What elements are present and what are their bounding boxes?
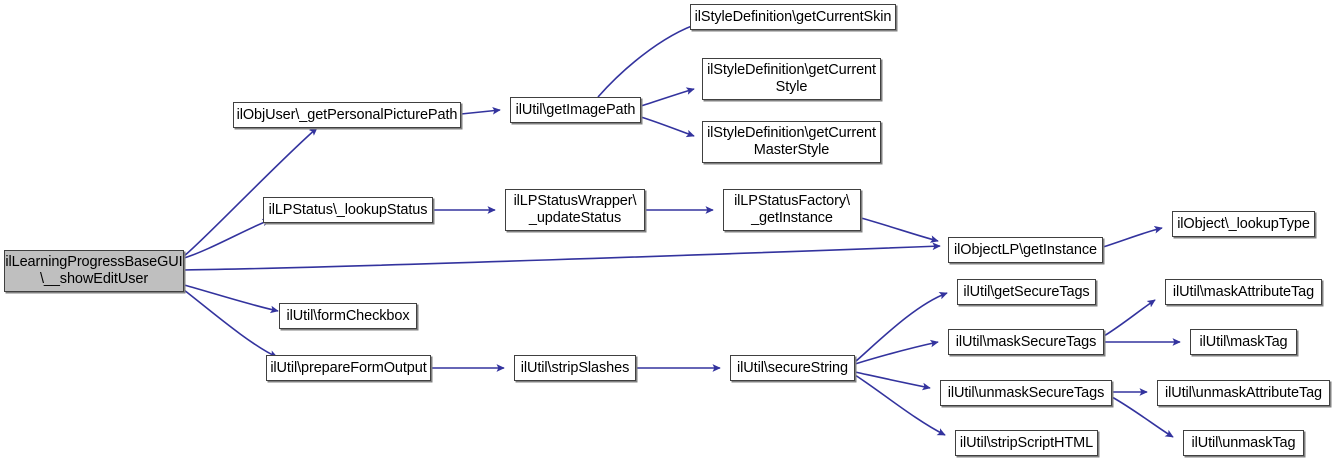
graph-node-getImagePath[interactable]: ilUtil\getImagePath [510, 97, 641, 123]
graph-node-getCurrentSkin[interactable]: ilStyleDefinition\getCurrentSkin [690, 4, 896, 30]
graph-node-getInstanceFactory[interactable]: ilLPStatusFactory\ _getInstance [723, 189, 861, 231]
edge-objectLPgetInstance-to-lookupType [1102, 225, 1163, 248]
graph-node-label: ilStyleDefinition\getCurrent Style [707, 62, 876, 95]
edge-getPersonalPicturePath-to-getImagePath [460, 106, 501, 115]
graph-node-label: ilObject\_lookupType [1177, 215, 1310, 232]
edge-root-to-prepareFormOutput [183, 289, 278, 358]
graph-node-maskTag[interactable]: ilUtil\maskTag [1190, 329, 1297, 355]
graph-node-label: ilStyleDefinition\getCurrent MasterStyle [707, 125, 876, 158]
graph-node-label: ilUtil\getImagePath [515, 101, 636, 118]
graph-node-unmaskSecureTags[interactable]: ilUtil\unmaskSecureTags [940, 380, 1112, 406]
graph-node-label: ilObjUser\_getPersonalPicturePath [236, 106, 458, 123]
graph-node-stripScriptHTML[interactable]: ilUtil\stripScriptHTML [955, 430, 1098, 456]
graph-node-secureString[interactable]: ilUtil\secureString [730, 355, 855, 381]
edge-maskSecureTags-to-maskAttributeTag [1103, 299, 1156, 337]
edge-getInstanceFactory-to-objectLPgetInstance [860, 217, 939, 243]
graph-node-prepareFormOutput[interactable]: ilUtil\prepareFormOutput [266, 355, 431, 381]
graph-node-label: ilUtil\unmaskTag [1191, 434, 1296, 451]
graph-node-label: ilUtil\formCheckbox [286, 307, 410, 324]
edge-secureString-to-unmaskSecureTags [854, 371, 931, 391]
graph-node-label: ilObjectLP\getInstance [954, 241, 1097, 258]
graph-node-formCheckbox[interactable]: ilUtil\formCheckbox [279, 303, 417, 329]
edge-secureString-to-stripScriptHTML [854, 374, 946, 436]
graph-node-getPersonalPicturePath[interactable]: ilObjUser\_getPersonalPicturePath [233, 102, 461, 128]
edge-root-to-objectLPgetInstance [183, 242, 941, 271]
edge-root-to-lookupStatus [183, 218, 271, 259]
edge-getImagePath-to-getCurrentStyle [640, 87, 695, 107]
graph-node-stripSlashes[interactable]: ilUtil\stripSlashes [514, 355, 636, 381]
graph-node-label: ilLPStatusWrapper\ _updateStatus [513, 193, 637, 226]
graph-node-maskSecureTags[interactable]: ilUtil\maskSecureTags [948, 329, 1104, 355]
graph-node-objectLPgetInstance[interactable]: ilObjectLP\getInstance [948, 237, 1103, 263]
graph-node-label: ilUtil\getSecureTags [963, 283, 1090, 300]
edge-getImagePath-to-getCurrentSkin [597, 21, 701, 98]
graph-node-updateStatus[interactable]: ilLPStatusWrapper\ _updateStatus [505, 189, 645, 231]
graph-node-maskAttributeTag[interactable]: ilUtil\maskAttributeTag [1165, 279, 1322, 305]
graph-node-label: ilUtil\stripScriptHTML [959, 434, 1094, 451]
graph-node-label: ilUtil\secureString [737, 359, 848, 376]
edge-root-to-getPersonalPicturePath [183, 127, 318, 257]
graph-node-label: ilLPStatusFactory\ _getInstance [734, 193, 850, 226]
graph-node-label: ilUtil\unmaskSecureTags [947, 384, 1105, 401]
graph-node-lookupStatus[interactable]: ilLPStatus\_lookupStatus [263, 197, 433, 223]
graph-node-root: ilLearningProgressBaseGUI \__showEditUse… [4, 250, 184, 292]
graph-node-getSecureTags[interactable]: ilUtil\getSecureTags [957, 279, 1096, 305]
graph-node-label: ilUtil\prepareFormOutput [270, 359, 427, 376]
graph-node-label: ilLearningProgressBaseGUI \__showEditUse… [5, 254, 183, 287]
graph-node-label: ilUtil\maskSecureTags [955, 333, 1097, 350]
graph-node-lookupType[interactable]: ilObject\_lookupType [1172, 211, 1315, 237]
edge-getImagePath-to-getCurrentMasterStyle [640, 116, 695, 138]
edge-root-to-formCheckbox [183, 284, 279, 314]
graph-node-label: ilLPStatus\_lookupStatus [268, 201, 428, 218]
graph-node-label: ilUtil\maskTag [1199, 333, 1288, 350]
graph-node-unmaskTag[interactable]: ilUtil\unmaskTag [1183, 430, 1304, 456]
edge-secureString-to-getSecureTags [854, 292, 948, 363]
edge-secureString-to-maskSecureTags [854, 339, 939, 365]
graph-node-unmaskAttributeTag[interactable]: ilUtil\unmaskAttributeTag [1157, 380, 1330, 406]
graph-node-label: ilStyleDefinition\getCurrentSkin [694, 8, 892, 25]
graph-node-label: ilUtil\unmaskAttributeTag [1164, 384, 1323, 401]
graph-node-label: ilUtil\maskAttributeTag [1172, 283, 1315, 300]
graph-node-label: ilUtil\stripSlashes [520, 359, 630, 376]
graph-node-getCurrentMasterStyle[interactable]: ilStyleDefinition\getCurrent MasterStyle [702, 121, 881, 163]
graph-node-getCurrentStyle[interactable]: ilStyleDefinition\getCurrent Style [702, 58, 881, 100]
